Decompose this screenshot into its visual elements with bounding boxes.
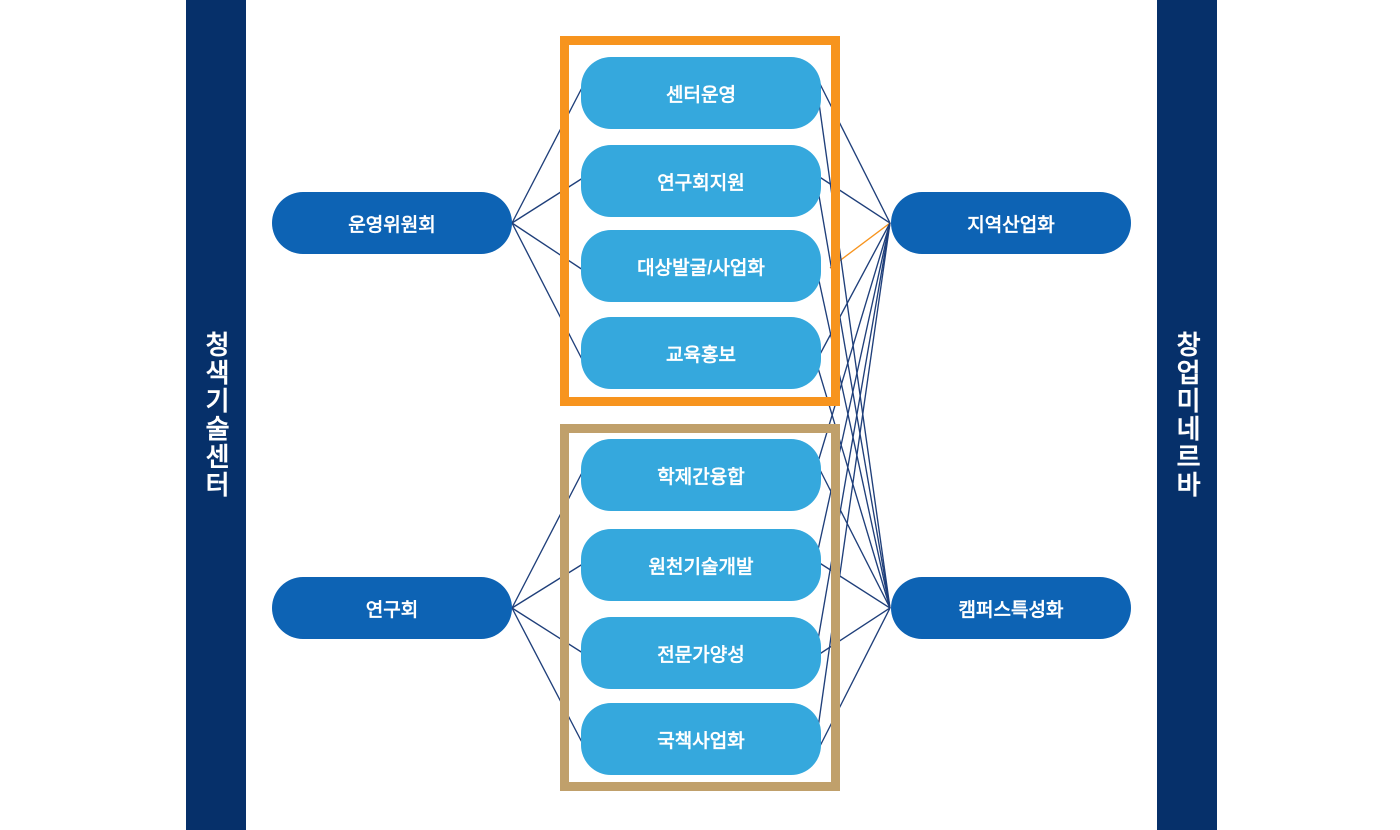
node-campus-specialization[interactable]: 캠퍼스특성화 — [891, 577, 1131, 639]
node-center-operation-label: 센터운영 — [666, 84, 736, 106]
node-national-project-commercialization[interactable]: 국책사업화 — [581, 703, 821, 775]
node-target-discovery[interactable]: 대상발굴/사업화 — [581, 230, 821, 302]
node-society-support-label: 연구회지원 — [657, 172, 745, 194]
node-regional-industry[interactable]: 지역산업화 — [891, 192, 1131, 254]
node-society-support[interactable]: 연구회지원 — [581, 145, 821, 217]
right-banner: 창업미네르바 — [1157, 0, 1217, 830]
right-banner-label: 창업미네르바 — [1172, 331, 1203, 499]
node-interdisciplinary-convergence-label: 학제간융합 — [657, 466, 745, 488]
node-core-technology-development[interactable]: 원천기술개발 — [581, 529, 821, 601]
node-research-society[interactable]: 연구회 — [272, 577, 512, 639]
node-campus-specialization-label: 캠퍼스특성화 — [958, 599, 1064, 621]
node-steering-committee-label: 운영위원회 — [348, 214, 436, 236]
left-banner: 청색기술센터 — [186, 0, 246, 830]
node-research-society-label: 연구회 — [365, 599, 419, 621]
node-education-promotion-label: 교육홍보 — [666, 344, 736, 366]
node-expert-training-label: 전문가양성 — [657, 644, 745, 666]
node-education-promotion[interactable]: 교육홍보 — [581, 317, 821, 389]
node-steering-committee[interactable]: 운영위원회 — [272, 192, 512, 254]
node-interdisciplinary-convergence[interactable]: 학제간융합 — [581, 439, 821, 511]
group-frame-operations — [560, 36, 840, 406]
left-banner-label: 청색기술센터 — [201, 331, 232, 499]
node-target-discovery-label: 대상발굴/사업화 — [637, 257, 765, 279]
group-frame-research — [560, 424, 840, 791]
node-expert-training[interactable]: 전문가양성 — [581, 617, 821, 689]
node-center-operation[interactable]: 센터운영 — [581, 57, 821, 129]
node-regional-industry-label: 지역산업화 — [967, 214, 1055, 236]
node-national-project-commercialization-label: 국책사업화 — [657, 730, 745, 752]
node-core-technology-development-label: 원천기술개발 — [648, 556, 754, 578]
